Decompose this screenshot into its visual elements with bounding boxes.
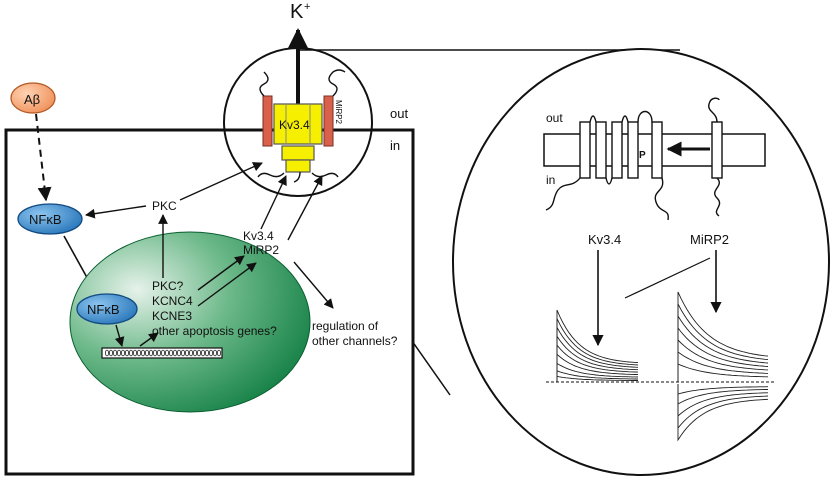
- regulation-arrow: [293, 261, 334, 309]
- gene-kcne3: KCNE3: [152, 309, 192, 323]
- gene-other: other apoptosis genes?: [152, 324, 277, 338]
- inset-kv34-label: Kv3.4: [588, 232, 621, 247]
- mirp2-to-channel-arrow: [287, 175, 323, 241]
- kv34-mirp2-label-2: MiRP2: [243, 243, 279, 257]
- gene-kcnc4: KCNC4: [152, 294, 193, 308]
- pkc-label: PKC: [152, 199, 177, 213]
- kv34-channel-label: Kv3.4: [279, 118, 310, 132]
- nfkb-cytoplasm-node: [17, 203, 83, 235]
- dna-strand: [101, 347, 223, 359]
- inset-mirp2-label: MiRP2: [690, 232, 729, 247]
- kv34-to-channel-arrow: [260, 175, 287, 230]
- dna-to-genes-arrow: [139, 332, 159, 347]
- nfkb-nucleus-label: NFκB: [87, 302, 120, 317]
- inset-in-label: in: [546, 173, 555, 187]
- dna-pattern: [104, 349, 222, 357]
- pkc-to-nfkb-arrow: [85, 205, 147, 219]
- abeta-label: Aβ: [24, 92, 40, 107]
- mirp2-trace-arrow-2: [624, 257, 711, 299]
- regulation-label-2: other channels?: [312, 334, 398, 348]
- kv34-topology: [545, 110, 669, 221]
- kcnc4-arrow: [197, 255, 245, 291]
- nucleus: [69, 231, 311, 413]
- abeta-node: [10, 82, 56, 114]
- mirp2-subunits: MiRP2: [262, 95, 343, 147]
- gene-pkc: PKC?: [152, 279, 184, 293]
- out-label: out: [390, 106, 408, 121]
- nfkb-nucleus-node: [76, 293, 138, 325]
- pkc-to-channel-arrow: [179, 162, 263, 201]
- k-ion-superscript: +: [304, 1, 310, 13]
- k-ion-label: K: [290, 1, 304, 23]
- kv34-channel: Kv3.4: [273, 103, 323, 173]
- kcne3-arrow: [197, 262, 257, 307]
- mirp2-topology: [708, 97, 723, 217]
- kv34-mirp2-current-traces: [677, 291, 769, 442]
- nfkb-cytoplasm-label: NFκB: [29, 212, 62, 227]
- kv34-current-traces: [556, 309, 639, 382]
- mirp2-channel-label: MiRP2: [334, 100, 343, 125]
- inset-out-label: out: [546, 111, 563, 125]
- nfkb-to-dna-arrow: [114, 324, 125, 347]
- inset-p-label: P: [639, 150, 646, 161]
- abeta-to-nfkb-arrow: [35, 113, 52, 202]
- in-label: in: [390, 138, 400, 153]
- regulation-label-1: regulation of: [312, 319, 379, 333]
- kv34-mirp2-label-1: Kv3.4: [243, 229, 274, 243]
